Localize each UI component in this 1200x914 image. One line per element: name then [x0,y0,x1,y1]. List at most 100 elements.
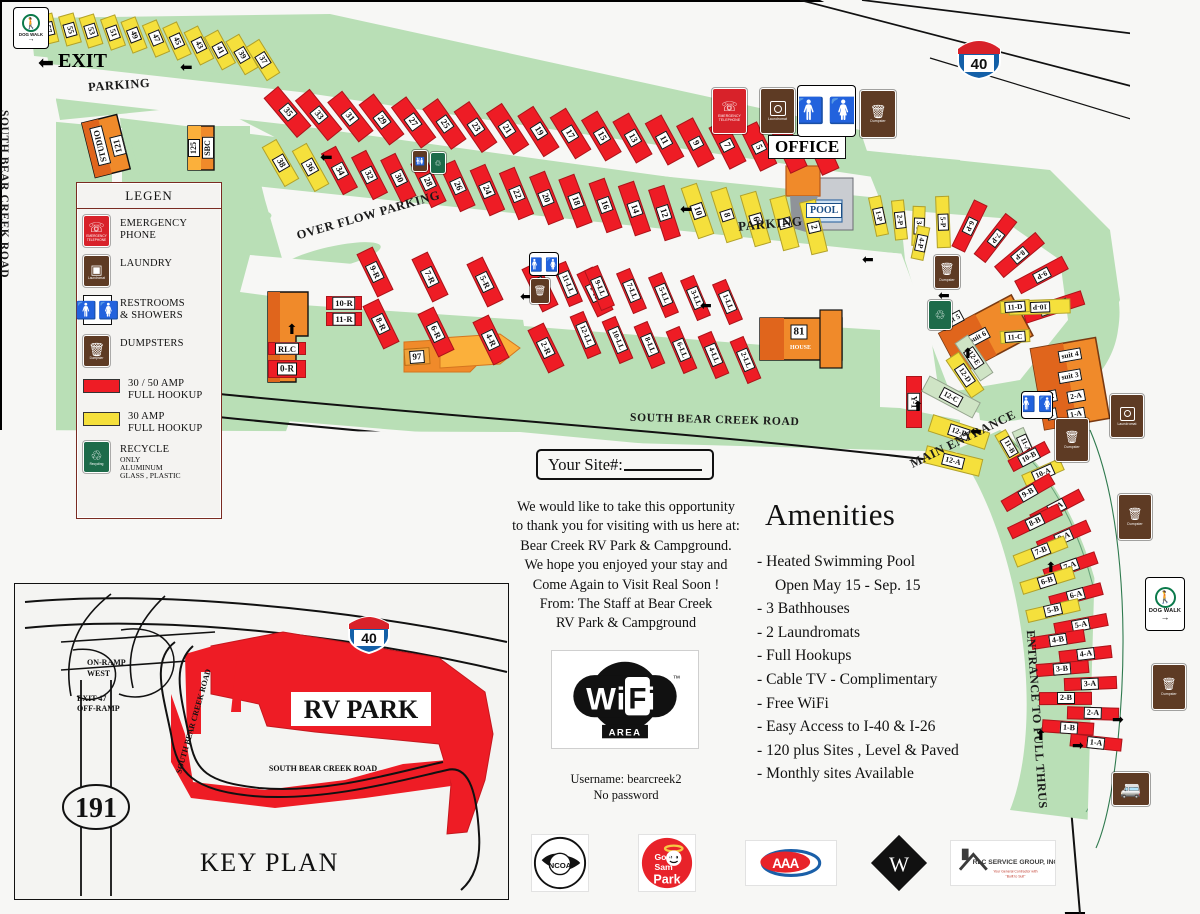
recycle-sign-icon: ♲ [430,152,446,174]
dumpster-sign-icon: 🚻 [412,150,428,172]
campsite-number: 1-A [1085,735,1106,750]
dumpsters-icon: 🗑Dumpster [83,335,112,368]
legend-label: DUMPSTERS [120,338,184,349]
legend-row: 🗑Dumpster DUMPSTERS [83,335,216,368]
building-label: SBC [202,137,214,159]
amenity-item: - 2 Laundromats [757,623,861,641]
pool-label: POOL [806,203,843,218]
amenity-item: - 3 Bathhouses [757,600,850,618]
dog-walk-sign-icon: 🚶 DOG WALK → [14,8,48,48]
wifi-logo-icon: WiFi F ™ AREA AREA [573,661,681,738]
amenity-item: - Cable TV - Complimentary [757,670,938,688]
restrooms-showers-sign-icon: 🚹🚺 [530,253,558,275]
campsite-number: 10-R [332,296,356,310]
keyplan-on-ramp-label: ON-RAMP [87,658,126,667]
your-site-label: Your Site#: [548,454,623,474]
aaa-logo-icon: AAA [747,841,835,885]
campsite-number: 81 [790,324,808,340]
shield-number: 40 [971,56,988,73]
wifi-area-logo: WiFi F ™ AREA AREA [551,650,699,749]
ncoa-logo: NCOA [531,834,589,892]
keyplan-rv-park-label: RV PARK [304,695,419,724]
recycle-icon: ♲Recycling [83,441,112,474]
legend-title: LEGEN [77,183,221,209]
campsite-number: 2-A [1083,706,1103,720]
laundry-sign-icon: Laundromat [760,88,795,134]
thank-you-line: From: The Staff at Bear Creek [539,596,713,613]
swatch-red-icon [83,379,120,393]
dumpster-sign-icon: 🗑Dumpster [860,90,896,138]
legend-row: ▣Laundromat LAUNDRY [83,255,216,288]
building-label: 125 [188,139,200,157]
amenity-item: - Monthly sites Available [757,765,914,783]
interstate-40-shield-icon: 40 [957,40,1001,80]
svg-text:AREA: AREA [609,727,642,738]
amenity-item: Open May 15 - Sep. 15 [775,576,921,594]
campsite-number: 2-B [1056,692,1075,705]
good-sam-park-logo: Good Sam Park [638,834,696,892]
dumpster-sign-icon: 🗑Dumpster [1118,494,1152,540]
svg-text:NCOA: NCOA [549,861,572,870]
dumpster-sign-icon: 🗑 [530,278,550,304]
dumpster-sign-icon: 🗑Dumpster [934,255,960,289]
campsite-number: 11-R [332,312,356,326]
amenity-item: - 120 plus Sites , Level & Paved [757,741,959,759]
svg-text:RLC SERVICE GROUP, INC: RLC SERVICE GROUP, INC [973,859,1055,866]
restrooms-showers-sign-icon: 🚹 🚺 [798,86,855,136]
svg-text:Your General Contractor with: Your General Contractor with [993,870,1037,874]
dog-walk-text: DOG WALK [1148,608,1182,614]
svg-text:W: W [889,853,910,877]
dog-walk-sign-icon: 🚶 DOG WALK → [1146,578,1184,630]
legend-label: RESTROOMS& SHOWERS [120,298,185,321]
campsite-number: 2-P [892,211,907,229]
campsite-number: 1-B [1059,721,1078,735]
your-site-number-field[interactable]: Your Site#: [536,449,714,480]
campsite-number: 5-P [937,213,949,231]
thank-you-line: RV Park & Campground [555,615,697,632]
restrooms-showers-sign-icon: 🚹🚺 [1022,392,1052,418]
svg-text:OFF-RAMP: OFF-RAMP [77,704,120,713]
thank-you-line: We hope you enjoyed your stay and [524,557,728,574]
thank-you-line: to thank you for visiting with us here a… [512,518,740,535]
amenity-item: - Free WiFi [757,694,829,712]
campsite-number: 97 [409,349,425,364]
key-plan-panel: 191 RV PARK 40 ON-RAMP WEST EXIT 47 OFF-… [14,583,509,900]
your-site-blank[interactable] [623,459,702,471]
legend-label: LAUNDRY [120,258,173,269]
svg-text:"Built to Suit": "Built to Suit" [1006,874,1027,878]
route-191-number: 191 [75,793,117,824]
svg-text:WEST: WEST [87,669,111,678]
amenity-item: - Easy Access to I-40 & I-26 [757,718,936,736]
campsite-number: 3-A [1080,677,1100,691]
good-sam-park-logo-icon: Good Sam Park [641,837,693,889]
amenities-title: Amenities [765,497,896,532]
campsite-number: 10-P [1029,300,1050,314]
rv-camper-sign-icon: 🚐 [1112,772,1150,806]
w-diamond-logo-icon: W [870,834,928,892]
laundry-icon: ▣Laundromat [83,255,112,288]
thank-you-line: Bear Creek RV Park & Campground. [520,537,732,554]
key-plan-map: 191 RV PARK 40 ON-RAMP WEST EXIT 47 OFF-… [15,584,508,899]
rlc-service-group-logo-icon: RLC SERVICE GROUP, INC Your General Cont… [952,841,1055,885]
keyplan-shield-number: 40 [361,630,377,646]
amenity-item: - Heated Swimming Pool [757,553,916,570]
recycle-sign-icon: ♲ [928,300,952,330]
wifi-password: No password [593,788,659,802]
svg-text:AAA: AAA [772,856,799,871]
swatch-yellow-icon [83,412,120,426]
amenity-item: - Full Hookups [757,647,852,665]
svg-text:Good: Good [654,852,677,862]
campsite-number: 11-C [1004,330,1026,343]
